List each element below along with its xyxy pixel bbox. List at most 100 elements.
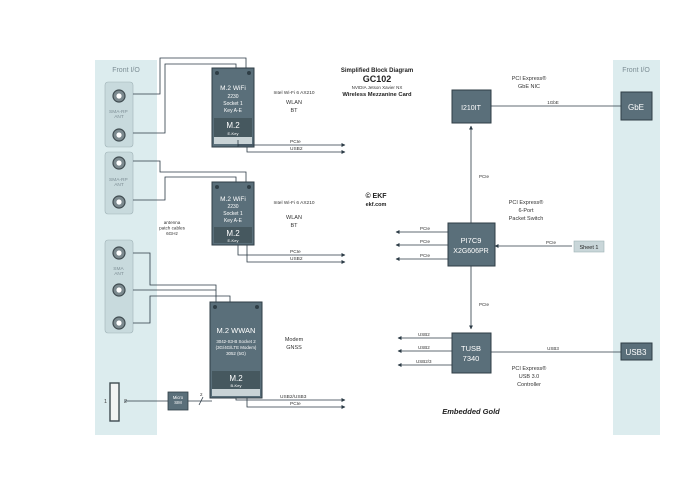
usb-link: USB3: [547, 346, 559, 351]
wwan-line4: 3052 (5G): [226, 351, 246, 356]
sim-wires: [124, 396, 212, 406]
switch-desc1: PCI Express®: [509, 199, 544, 206]
usb-out-1: USB2: [418, 332, 430, 337]
svg-text:SMA-RP ANT: SMA-RP ANT: [109, 109, 129, 120]
wifi1-line1: M.2 WiFi: [220, 85, 246, 92]
usb-desc1: PCI Express®: [512, 365, 547, 372]
i210-block: [451, 89, 492, 124]
wwan-line1: M.2 WWAN: [217, 326, 256, 335]
label-line: ANT: [114, 114, 124, 120]
diagram-subtitle: NVIDIA Jetson Xavier NX: [352, 85, 403, 90]
i210-link: 1GbE: [547, 100, 559, 105]
wwan-bus1: USB2/USB3: [280, 394, 307, 400]
antenna-group-3: SMA ANT: [104, 239, 134, 334]
usb-desc2: USB 3.0: [519, 374, 539, 380]
wifi2-line3: Socket 1: [223, 211, 243, 217]
gbe-port: [620, 91, 653, 121]
wwan-func1: Modem: [285, 337, 304, 343]
wifi1-func2: BT: [290, 108, 298, 114]
sim-pin1-label: 1: [104, 399, 107, 405]
sim-wire-count: 2: [200, 392, 203, 397]
wifi1-bus1: PCIe: [290, 139, 301, 145]
wwan-func2: GNSS: [286, 345, 302, 351]
ant1-label-line1: SMA-RP: [109, 109, 128, 115]
left-panel-title: Front I/O: [112, 67, 140, 74]
ant3-label-line1: SMA: [113, 266, 124, 272]
wifi1-line4: Key A-E: [224, 108, 243, 114]
sheet-link-label[interactable]: Sheet 1: [580, 245, 599, 251]
wifi-module-2: M.2 WiFi 2230 Socket 1 Key A-E M.2 E-Key: [211, 181, 255, 246]
wifi2-line2: 2230: [227, 204, 238, 210]
switch-pcie-out-2: PCIe: [420, 239, 431, 244]
i210-desc2: GbE NIC: [518, 84, 540, 90]
switch-name2: X2G606PR: [453, 248, 488, 255]
switch-pcie-up: PCIe: [479, 174, 490, 179]
usb-out-links: [397, 336, 452, 367]
usb3-label: USB3: [626, 348, 647, 357]
diagram-card: Wireless Mezzanine Card: [342, 92, 412, 98]
wifi1-bus2: USB2: [290, 146, 303, 152]
usb3-port: [620, 342, 653, 361]
wifi2-func1: WLAN: [286, 215, 302, 221]
usb-controller-block: [451, 332, 492, 374]
diagram-model: GC102: [363, 74, 392, 84]
right-panel-title: Front I/O: [622, 67, 650, 74]
ant2-label-line1: SMA-RP: [109, 177, 128, 183]
svg-text:SMA ANT: SMA ANT: [113, 266, 124, 277]
switch-desc2: 6-Port: [519, 208, 534, 214]
gbe-label: GbE: [628, 103, 644, 112]
sim-pin2-label: 2: [124, 399, 127, 405]
diagram-title: Simplified Block Diagram: [341, 68, 413, 74]
wwan-key-sub: B-Key: [231, 383, 242, 388]
i210-desc1: PCI Express®: [512, 75, 547, 82]
wifi1-func1: WLAN: [286, 100, 302, 106]
wifi1-key-sub: E-Key: [228, 131, 239, 136]
switch-name1: PI7C9: [461, 236, 482, 245]
switch-desc3: Packet Switch: [509, 216, 544, 222]
wwan-key-label: M.2: [229, 374, 243, 383]
switch-pcie-right: PCIe: [546, 240, 557, 245]
usb-desc3: Controller: [517, 382, 541, 388]
wwan-module: M.2 WWAN 3042-S3-B Socket 2 (3G/4G/LTE M…: [209, 301, 263, 399]
usb-out-2: USB2: [418, 345, 430, 350]
wifi2-chip: Intel Wi-Fi 6 AX210: [273, 200, 314, 206]
sheet-link-button[interactable]: [573, 240, 605, 253]
switch-block: [447, 222, 496, 267]
svg-text:SMA-RP ANT: SMA-RP ANT: [109, 177, 129, 188]
label-line: ANT: [114, 182, 124, 188]
wifi-module-1: M.2 WiFi 2230 Socket 1 Key A-E M.2 E-Key: [211, 67, 255, 148]
copyright: © EKF: [365, 192, 387, 200]
wifi2-key-label: M.2: [226, 229, 240, 238]
footer-brand: Embedded Gold: [442, 407, 500, 416]
usb-name2: 7340: [463, 354, 480, 363]
wwan-line2: 3042-S3-B Socket 2: [216, 339, 256, 344]
sim-slot-icon: [109, 382, 120, 422]
antenna-cables: [133, 57, 247, 324]
usb-name1: TUSB: [461, 344, 481, 353]
right-front-io-panel: [613, 60, 660, 435]
wwan-bus2: PCIe: [290, 401, 301, 407]
wifi2-bus2: USB2: [290, 256, 303, 262]
wifi1-chip: Intel Wi-Fi 6 AX210: [273, 90, 314, 96]
wwan-line3: (3G/4G/LTE Modem): [216, 345, 257, 350]
label-line: ANT: [114, 271, 124, 277]
wifi1-line3: Socket 1: [223, 101, 243, 107]
i210-name: I210IT: [461, 105, 482, 112]
switch-pcie-out-1: PCIe: [420, 226, 431, 231]
wifi2-func2: BT: [290, 223, 298, 229]
antenna-group-1: SMA-RP ANT: [104, 81, 134, 148]
switch-pcie-down: PCIe: [479, 302, 490, 307]
switch-pcie-out-3: PCIe: [420, 253, 431, 258]
wifi2-line4: Key A-E: [224, 218, 243, 224]
wifi1-key-label: M.2: [226, 121, 240, 130]
switch-out-links: [395, 230, 448, 261]
wifi2-bus1: PCIe: [290, 249, 301, 255]
wifi1-line2: 2230: [227, 94, 238, 100]
usb-out-3: USB2/3: [416, 359, 432, 364]
wifi2-key-sub: E-Key: [228, 238, 239, 243]
wifi2-line1: M.2 WiFi: [220, 196, 246, 203]
antenna-group-2: SMA-RP ANT: [104, 151, 134, 215]
